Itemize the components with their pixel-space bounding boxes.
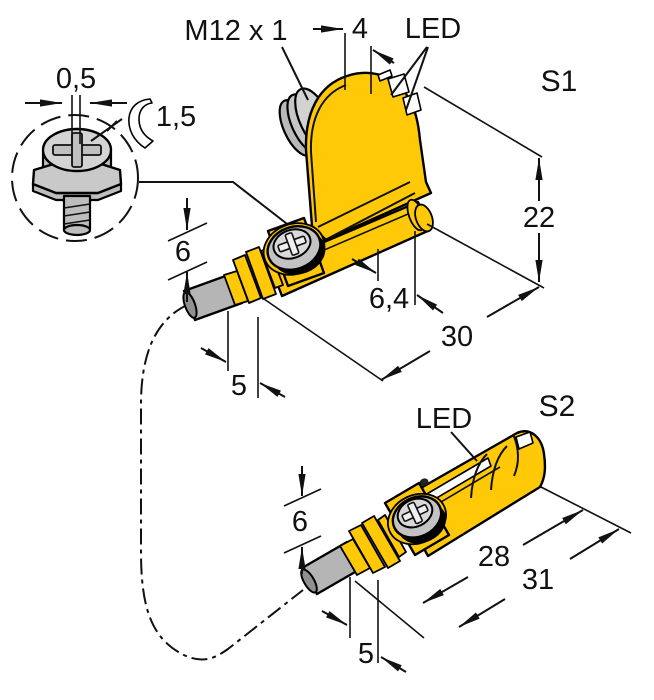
rib-ring [361, 515, 401, 569]
extension-line [354, 580, 425, 639]
thread-line [63, 203, 91, 209]
set-screw-nub [419, 478, 429, 486]
extension-line [283, 488, 322, 507]
phillips-cross-icon [401, 501, 429, 525]
body-foot-line [317, 181, 411, 228]
dim-arrow [522, 509, 584, 546]
phillips-recess-icon [52, 132, 102, 168]
dim-arrow [351, 258, 377, 274]
band-line [490, 445, 508, 491]
dim-arrow [380, 656, 407, 673]
dim-arrow [486, 286, 540, 318]
dim-overall-length-s2: 31 [522, 564, 554, 596]
dim-arrow [416, 294, 444, 314]
dim-end-offset: 6,4 [369, 283, 409, 315]
detail-leader-line [139, 181, 292, 228]
led-window [377, 69, 393, 82]
dim-arrow [259, 382, 286, 398]
leader-line [405, 46, 429, 111]
thread-line [63, 219, 91, 225]
body-foot-line [324, 192, 416, 241]
dim-led-face-width: 4 [352, 13, 368, 45]
dim-body-length-s2: 28 [478, 541, 510, 573]
dim-arrow [372, 49, 395, 65]
led-window [402, 92, 422, 116]
dim-barrel-dia-s2: 6 [292, 506, 308, 538]
leader-line [450, 431, 478, 462]
dim-arrow [422, 576, 469, 604]
leader-line [90, 118, 123, 142]
cap-junction-line [512, 433, 519, 477]
hex-key-icon [128, 98, 154, 149]
label-view-s1: S1 [541, 65, 578, 98]
dim-overall-length-s1: 30 [441, 321, 473, 353]
rib-ring [232, 254, 262, 304]
dim-barrel-dia-s1: 6 [175, 236, 191, 268]
cable-centerline [140, 304, 304, 661]
dim-height: 22 [523, 202, 555, 234]
dim-clamp-length-s2: 5 [358, 638, 374, 670]
band-line [470, 453, 488, 499]
dim-arrow [321, 610, 348, 626]
dim-arrow [200, 347, 227, 363]
label-view-s2: S2 [539, 390, 576, 423]
thread-line [63, 211, 91, 217]
label-led-s1: LED [405, 13, 461, 45]
sensor-s1 [182, 69, 434, 322]
detail-circle [11, 114, 139, 242]
s1-dimensions: M12 x 1 4 LED S1 22 6 6,4 3 [167, 13, 578, 402]
s2-dimensions: LED S2 6 28 31 5 [283, 390, 632, 673]
dim-screw-slot: 0,5 [56, 63, 96, 95]
rib-ring [245, 246, 277, 300]
screw-detail-view: 0,5 1,5 [11, 63, 292, 242]
dim-clamp-length-s1: 5 [231, 370, 247, 402]
extension-line [263, 298, 384, 382]
dim-arrow [569, 528, 620, 560]
dim-arrow [458, 598, 506, 628]
extension-line [423, 86, 543, 158]
leader-tick [106, 120, 118, 132]
dim-arrow [380, 350, 431, 381]
screw-shaft-tip [62, 223, 92, 237]
body-rim-line [309, 84, 347, 223]
leader-line [281, 46, 309, 101]
dim-hex-key: 1,5 [156, 101, 196, 133]
extension-line [167, 261, 208, 281]
extension-line [283, 535, 322, 554]
phillips-cross-icon [277, 232, 307, 256]
cap-highlight [515, 431, 534, 450]
extension-line [426, 223, 545, 289]
sensor-s2 [300, 430, 547, 596]
label-led-s2: LED [416, 403, 472, 435]
extension-line [167, 222, 208, 242]
leader-line [390, 46, 428, 96]
label-thread: M12 x 1 [184, 15, 287, 47]
extension-line [540, 486, 632, 534]
rib-ring [348, 524, 386, 574]
